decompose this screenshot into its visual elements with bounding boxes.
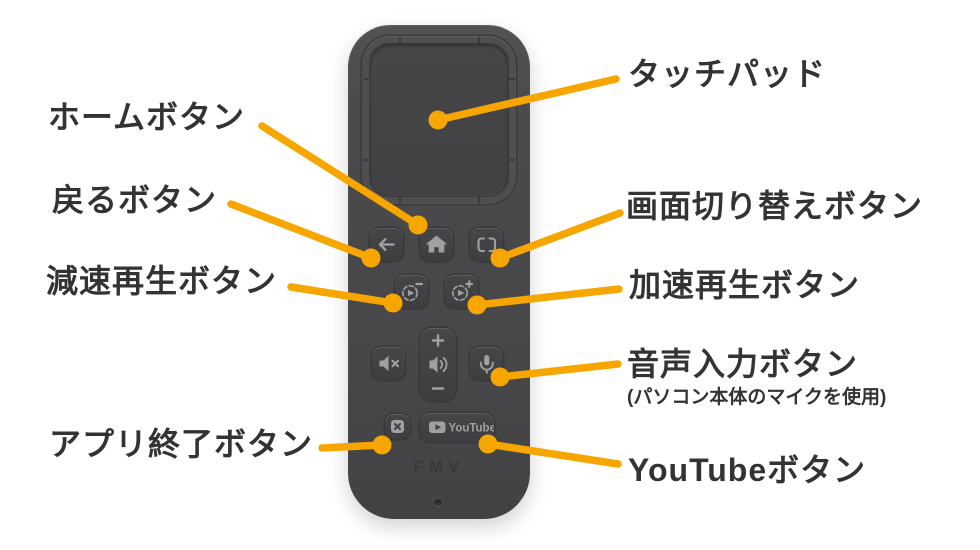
back-button[interactable] [370, 228, 403, 261]
label-screen-switch-button: 画面切り替えボタン [626, 188, 924, 224]
play-circle-minus-icon [401, 282, 424, 302]
play-circle-plus-icon [451, 280, 474, 302]
fmv-logo: FMV [413, 457, 465, 476]
back-arrow-icon [378, 238, 395, 251]
speaker-waves-icon [429, 356, 448, 373]
frame-notch [478, 192, 480, 203]
youtube-button[interactable]: YouTube [420, 413, 494, 442]
label-voice-input-button: 音声入力ボタン [627, 346, 859, 382]
remote-body: YouTube FMV [348, 25, 530, 519]
frame-notch [478, 37, 480, 48]
volume-rocker[interactable] [420, 328, 456, 401]
youtube-wordmark: YouTube [449, 423, 495, 435]
touchpad-frame [362, 36, 516, 204]
home-button[interactable] [420, 228, 453, 261]
frame-notch [363, 78, 374, 80]
home-icon [426, 235, 447, 253]
mute-button[interactable] [372, 347, 405, 380]
frame-notch [399, 37, 401, 48]
label-home-button: ホームボタン [48, 99, 246, 135]
slow-playback-button[interactable] [395, 275, 428, 308]
touchpad[interactable] [369, 43, 509, 197]
label-fast-playback-button: 加速再生ボタン [629, 267, 861, 303]
label-back-button: 戻るボタン [52, 182, 218, 218]
frame-brackets-icon [477, 237, 497, 253]
app-exit-button[interactable] [385, 414, 410, 439]
label-slow-playback-button: 減速再生ボタン [46, 263, 278, 299]
mic-hole [435, 500, 441, 506]
microphone-icon [479, 355, 494, 374]
plus-icon [431, 334, 445, 347]
volume-rocker-icons [429, 334, 448, 390]
label-app-exit-button: アプリ終了ボタン [49, 426, 314, 462]
label-youtube-button: YouTubeボタン [628, 452, 867, 488]
voice-input-button[interactable] [470, 347, 503, 380]
label-touchpad: タッチパッド [628, 56, 827, 92]
screen-switch-button[interactable] [470, 228, 503, 261]
frame-notch [504, 159, 515, 161]
close-x-icon [391, 420, 404, 433]
speaker-mute-icon [379, 355, 400, 372]
label-voice-input-note: (パソコン本体のマイクを使用) [627, 387, 887, 408]
fast-playback-button[interactable] [445, 275, 478, 308]
youtube-play-badge-icon: YouTube [429, 421, 495, 435]
